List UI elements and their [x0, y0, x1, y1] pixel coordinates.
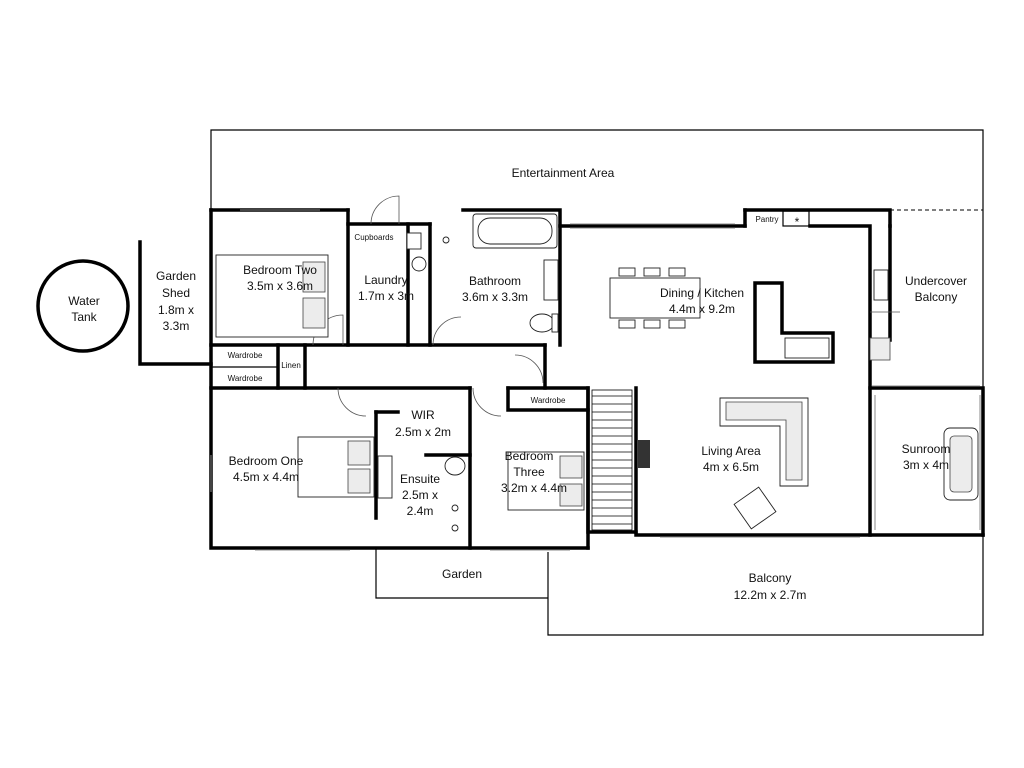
- laundry-basin: [411, 256, 427, 272]
- label-wir: WIR: [411, 408, 435, 422]
- label-living-area-size: 4m x 6.5m: [703, 460, 759, 474]
- label-bathroom-size: 3.6m x 3.3m: [462, 290, 528, 304]
- label-bedroom-three-2: Three: [513, 465, 545, 479]
- label-water-tank-2: Tank: [71, 310, 97, 324]
- bathroom-vanity: [543, 259, 559, 301]
- label-wir-size: 2.5m x 2m: [395, 425, 451, 439]
- label-garden-shed-2: Shed: [162, 286, 190, 300]
- walls: [209, 208, 985, 550]
- label-bathroom: Bathroom: [469, 274, 521, 288]
- label-sunroom: Sunroom: [902, 442, 951, 456]
- label-garden-shed-1: Garden: [156, 269, 196, 283]
- label-ensuite-size-1: 2.5m x: [402, 488, 438, 502]
- fridge: [869, 337, 891, 361]
- label-bedroom-three-1: Bedroom: [505, 449, 554, 463]
- label-bedroom-two: Bedroom Two: [243, 263, 317, 277]
- label-wardrobe-bedroom-three: Wardrobe: [531, 396, 566, 405]
- label-pantry: Pantry: [755, 215, 778, 224]
- label-wardrobe-bottom: Wardrobe: [228, 374, 263, 383]
- label-laundry: Laundry: [364, 273, 407, 287]
- label-garden-shed-4: 3.3m: [163, 319, 190, 333]
- label-undercover: Undercover: [905, 274, 967, 288]
- label-bedroom-two-size: 3.5m x 3.6m: [247, 279, 313, 293]
- label-wardrobe-top: Wardrobe: [228, 351, 263, 360]
- dining-chair: [618, 267, 636, 277]
- label-garden-shed-3: 1.8m x: [158, 303, 194, 317]
- dining-chair: [668, 319, 686, 329]
- furniture: [215, 210, 979, 532]
- label-linen: Linen: [281, 361, 301, 370]
- label-bedroom-three-size: 3.2m x 4.4m: [501, 481, 567, 495]
- water-tank: [36, 259, 130, 353]
- label-dining-kitchen: Dining / Kitchen: [660, 286, 744, 300]
- label-laundry-size: 1.7m x 3m: [358, 289, 414, 303]
- label-water-tank-1: Water: [68, 294, 100, 308]
- label-ensuite-size-2: 2.4m: [407, 504, 434, 518]
- label-bedroom-one: Bedroom One: [229, 454, 304, 468]
- windows: [210, 209, 981, 551]
- kitchen-sink: [784, 337, 830, 359]
- label-living-area: Living Area: [701, 444, 761, 458]
- doors: [312, 195, 900, 417]
- label-undercover-balcony: Balcony: [915, 290, 958, 304]
- label-entertainment-area: Entertainment Area: [512, 166, 615, 180]
- cooktop: [873, 269, 889, 301]
- label-garden: Garden: [442, 567, 482, 581]
- label-balcony: Balcony: [749, 571, 792, 585]
- armchair: [733, 486, 777, 530]
- dining-table: [609, 277, 701, 319]
- label-sunroom-size: 3m x 4m: [903, 458, 949, 472]
- label-bedroom-one-size: 4.5m x 4.4m: [233, 470, 299, 484]
- dining-chair: [643, 267, 661, 277]
- bathroom-toilet: [529, 313, 555, 333]
- stairs: [591, 389, 633, 531]
- label-balcony-size: 12.2m x 2.7m: [734, 588, 807, 602]
- label-cupboards: Cupboards: [354, 233, 393, 242]
- room-labels: Entertainment Area Water Tank Garden She…: [68, 166, 967, 602]
- ensuite-toilet: [444, 456, 466, 476]
- dining-chair: [618, 319, 636, 329]
- laundry-trough: [406, 232, 422, 250]
- label-dining-kitchen-size: 4.4m x 9.2m: [669, 302, 735, 316]
- dining-chair: [643, 319, 661, 329]
- dining-chair: [668, 267, 686, 277]
- fireplace: [638, 440, 650, 468]
- exterior-outlines: [138, 129, 984, 636]
- label-ensuite: Ensuite: [400, 472, 440, 486]
- ensuite-vanity: [377, 455, 393, 499]
- pantry-asterisk: *: [795, 215, 800, 229]
